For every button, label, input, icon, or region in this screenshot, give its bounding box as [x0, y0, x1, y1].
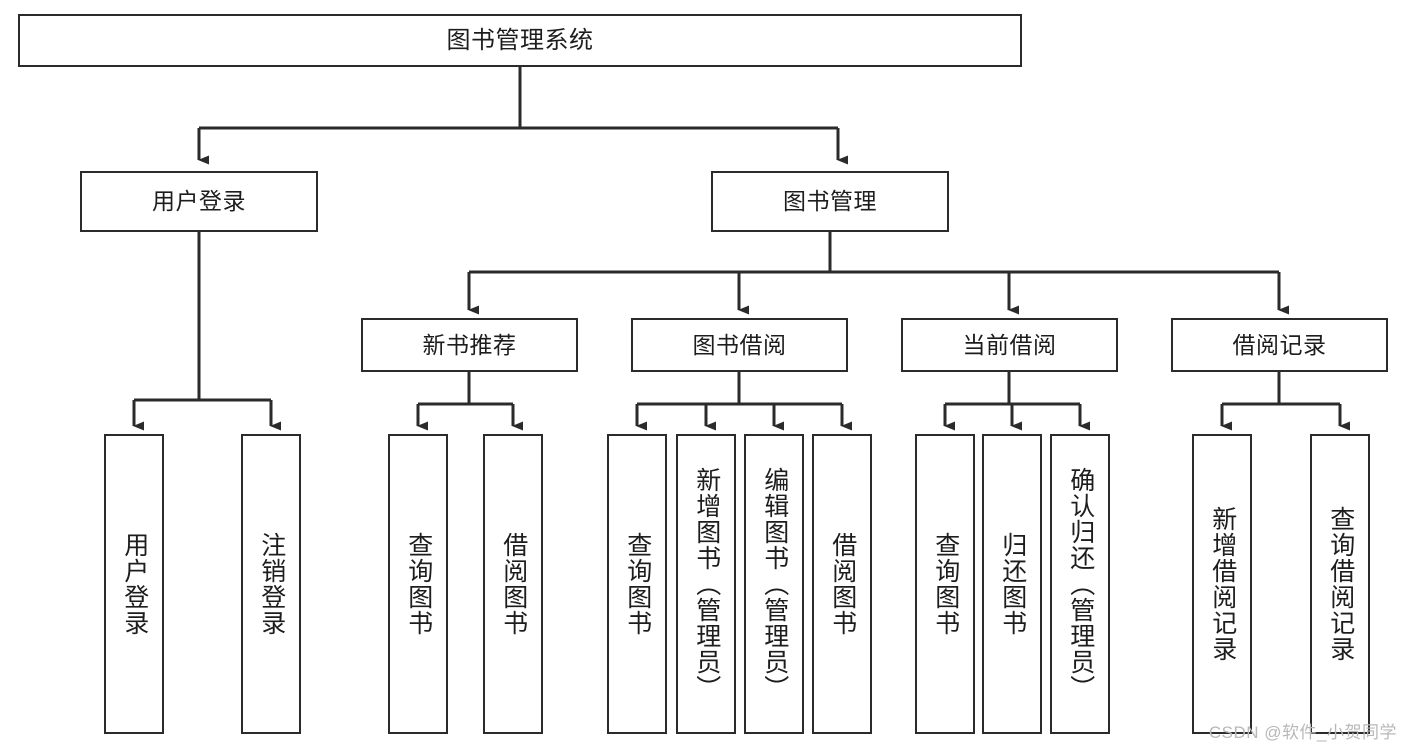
- node-label: 图书管理: [783, 188, 877, 215]
- node-label: 编辑图书（管理员）: [760, 467, 789, 701]
- leaf-add-book-admin[interactable]: 新增图书（管理员）: [676, 434, 736, 734]
- node-label: 图书借阅: [692, 331, 787, 358]
- node-borrow-record[interactable]: 借阅记录: [1171, 318, 1388, 372]
- node-label: 借阅记录: [1232, 331, 1327, 358]
- node-label: 注销登录: [257, 532, 286, 636]
- node-user-login[interactable]: 用户登录: [80, 171, 318, 232]
- node-label: 查询图书: [623, 532, 652, 636]
- leaf-query-borrow-record[interactable]: 查询借阅记录: [1310, 434, 1370, 734]
- node-label: 用户登录: [120, 532, 149, 636]
- node-label: 图书管理系统: [446, 26, 594, 54]
- leaf-borrow-book[interactable]: 借阅图书: [812, 434, 872, 734]
- node-current-borrow[interactable]: 当前借阅: [901, 318, 1118, 372]
- leaf-confirm-return-admin[interactable]: 确认归还（管理员）: [1050, 434, 1110, 734]
- node-label: 用户登录: [152, 188, 246, 215]
- node-book-borrow[interactable]: 图书借阅: [631, 318, 848, 372]
- leaf-query-book-borrow[interactable]: 查询图书: [607, 434, 667, 734]
- leaf-user-login[interactable]: 用户登录: [104, 434, 164, 734]
- leaf-edit-book-admin[interactable]: 编辑图书（管理员）: [744, 434, 804, 734]
- csdn-watermark: CSDN @软件_小贺同学: [1208, 723, 1397, 742]
- leaf-query-book-current[interactable]: 查询图书: [915, 434, 975, 734]
- node-label: 归还图书: [998, 532, 1027, 636]
- node-label: 借阅图书: [828, 532, 857, 636]
- leaf-add-borrow-record[interactable]: 新增借阅记录: [1192, 434, 1252, 734]
- node-root-system[interactable]: 图书管理系统: [18, 14, 1022, 67]
- node-label: 新增图书（管理员）: [692, 467, 721, 701]
- node-label: 当前借阅: [962, 331, 1057, 358]
- node-label: 查询图书: [931, 532, 960, 636]
- node-label: 确认归还（管理员）: [1066, 467, 1095, 701]
- leaf-borrow-book-recommend[interactable]: 借阅图书: [483, 434, 543, 734]
- node-label: 查询图书: [404, 532, 433, 636]
- node-label: 新书推荐: [422, 331, 517, 358]
- node-label: 借阅图书: [499, 532, 528, 636]
- leaf-query-book-recommend[interactable]: 查询图书: [388, 434, 448, 734]
- node-book-management[interactable]: 图书管理: [711, 171, 949, 232]
- leaf-return-book[interactable]: 归还图书: [982, 434, 1042, 734]
- node-label: 查询借阅记录: [1326, 506, 1355, 662]
- node-label: 新增借阅记录: [1208, 506, 1237, 662]
- leaf-logout[interactable]: 注销登录: [241, 434, 301, 734]
- node-new-book-recommend[interactable]: 新书推荐: [361, 318, 578, 372]
